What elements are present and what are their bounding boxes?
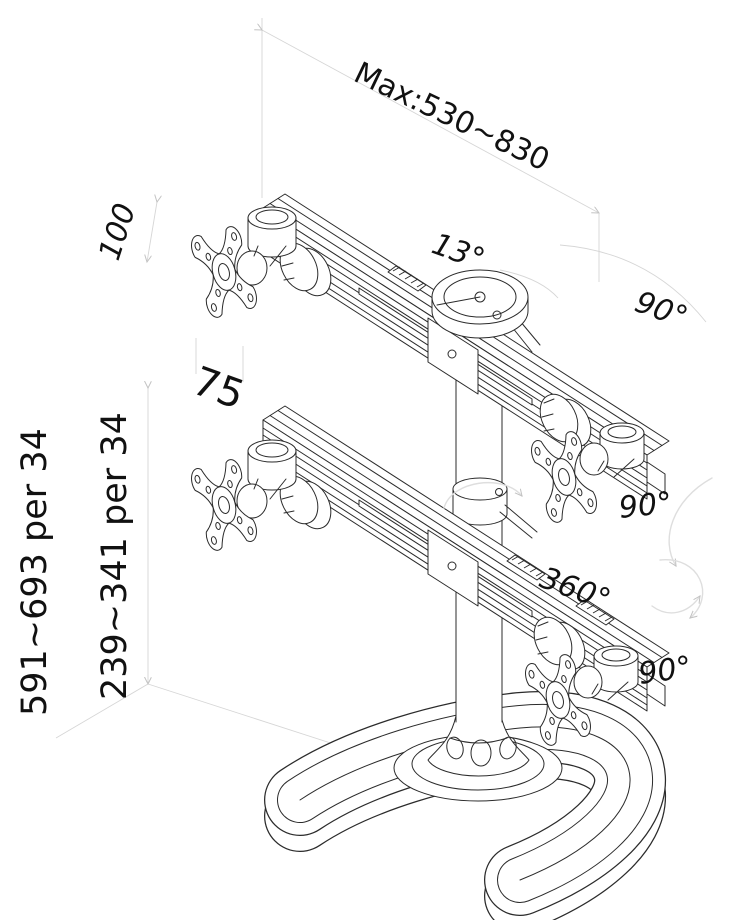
slider-clip (387, 265, 427, 292)
label-vesa-height: 100 (92, 199, 143, 264)
label-swivel-top: 90° (630, 285, 692, 336)
label-height-total: 591~693 per 34 (15, 428, 55, 716)
label-max-width: Max:530~830 (349, 56, 555, 179)
slider-clip (575, 599, 615, 626)
label-swivel-mid: 90° (617, 486, 674, 526)
rotation-arrow-icon (668, 477, 713, 566)
construction-lines (55, 18, 707, 749)
pole-top-ring (431, 269, 541, 353)
label-tilt-angle: 13° (427, 227, 489, 278)
rotation-arrows (443, 477, 713, 618)
rotation-arrow-icon (443, 482, 522, 509)
label-height-lower: 239~341 per 34 (95, 412, 135, 700)
rotation-arrow-icon (651, 596, 701, 614)
rotation-arrow-icon (659, 559, 704, 618)
pole-mount (427, 715, 530, 777)
slider-clip (506, 554, 546, 581)
label-swivel-bottom: 90° (636, 650, 694, 692)
